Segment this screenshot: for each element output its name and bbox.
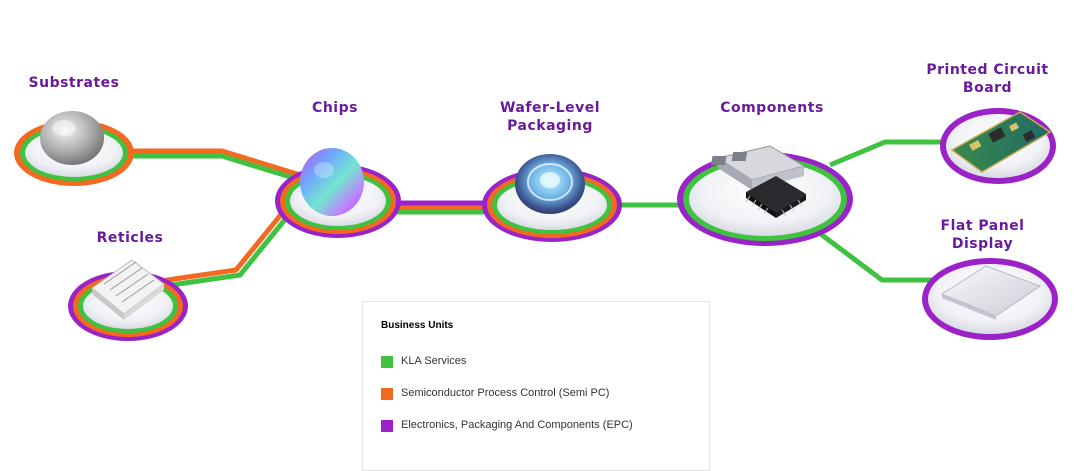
node-label-chips: Chips [312,100,358,116]
node-label-flat-panel-display: Flat Panel Display [940,218,1025,252]
legend-swatch-services [381,356,393,368]
node-reticles [68,259,188,341]
legend-title: Business Units [381,320,454,331]
reticle-icon [91,259,165,320]
chip-wafer-icon [300,148,364,216]
legend-label: Semiconductor Process Control (Semi PC) [401,387,610,399]
legend-swatch-semi-pc [381,388,393,400]
node-substrates [14,111,134,186]
packaged-wafer-icon [515,154,585,214]
node-printed-circuit-board [940,108,1056,184]
legend-label: Electronics, Packaging And Components (E… [401,419,633,431]
line-components-pcb-services [829,139,950,168]
node-components [677,145,853,246]
legend-label: KLA Services [401,355,467,367]
node-label-substrates: Substrates [28,75,120,91]
node-chips [275,148,401,238]
components-icon [710,145,806,218]
node-wafer-level-packaging [482,154,622,242]
substrate-wafer-icon [40,111,104,165]
legend-swatch-epc [381,420,393,432]
node-label-wafer-level-packaging: Wafer-Level Packaging [499,100,601,134]
node-label-printed-circuit-board: Printed Circuit Board [926,62,1049,96]
line-components-fpd-services [816,230,950,283]
circuit-board-icon [950,111,1052,173]
business-units-legend: Business Units KLA Services Semiconducto… [362,301,710,471]
node-label-reticles: Reticles [96,230,164,246]
flat-panel-icon [940,265,1042,320]
node-flat-panel-display [922,258,1058,340]
node-label-components: Components [720,100,824,116]
